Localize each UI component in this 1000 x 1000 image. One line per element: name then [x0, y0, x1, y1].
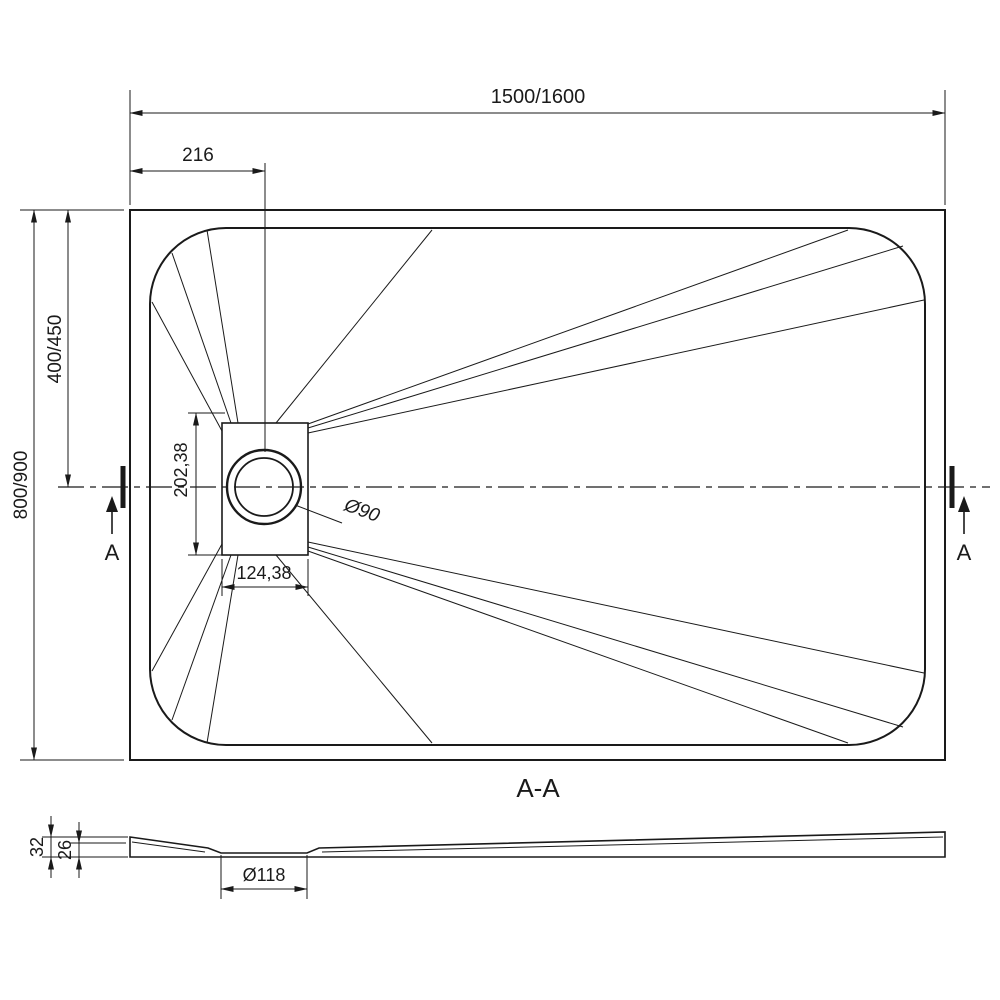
slope-line — [307, 245, 904, 429]
section-cut-left: A — [105, 466, 126, 565]
cut-arrow-head — [958, 496, 970, 512]
slope-line — [307, 541, 925, 674]
dimensions-top-view: 1500/1600 216 800/900 400/450 202,38 — [11, 86, 946, 761]
dimension-drain-horizontal: 124,38 — [221, 559, 309, 596]
dimension-label: 32 — [27, 837, 47, 857]
slope-line — [275, 554, 433, 744]
dimension-section-total-height: 32 — [27, 816, 128, 878]
slope-lines — [151, 229, 925, 744]
slope-line — [307, 229, 849, 425]
slope-line — [206, 229, 239, 424]
cut-label-left: A — [105, 540, 120, 565]
slope-line — [171, 252, 232, 424]
cut-arrow-head — [106, 496, 118, 512]
tray-outer-outline — [129, 209, 946, 761]
dimension-drain-offset: 216 — [129, 145, 266, 452]
slope-line — [307, 546, 904, 728]
dimension-half-height: 400/450 — [45, 209, 71, 488]
dimension-label: 800/900 — [11, 451, 32, 520]
slope-line — [275, 229, 433, 424]
top-view: A A — [58, 209, 990, 761]
section-inner-surface — [321, 836, 944, 853]
slope-line — [307, 550, 849, 744]
dimension-label: 400/450 — [45, 315, 66, 384]
dimension-overall-width: 1500/1600 — [129, 86, 946, 205]
dimension-label: 1500/1600 — [491, 86, 586, 108]
slope-line — [171, 554, 232, 721]
dimension-label: Ø90 — [340, 494, 382, 527]
dimension-label: 202,38 — [171, 442, 191, 497]
section-view: A-A 32 26 Ø118 — [27, 773, 946, 899]
section-profile — [129, 831, 946, 858]
dimension-label: 26 — [55, 840, 75, 860]
dimension-drain-vertical: 202,38 — [171, 412, 225, 556]
section-cut-right: A — [949, 466, 972, 565]
dimension-section-inner-height: 26 — [55, 822, 126, 878]
dimension-label: 216 — [182, 145, 214, 166]
section-title: A-A — [516, 773, 560, 803]
leader-line — [294, 504, 343, 524]
slope-line — [307, 299, 925, 434]
dimension-overall-height: 800/900 — [11, 209, 124, 761]
slope-line — [151, 543, 223, 672]
dimension-label: Ø118 — [243, 865, 286, 885]
cut-label-right: A — [957, 540, 972, 565]
section-inner-surface — [131, 841, 206, 853]
dimension-label: 124,38 — [236, 563, 291, 583]
slope-line — [151, 301, 223, 432]
dimension-section-drain-diameter: Ø118 — [220, 855, 308, 899]
